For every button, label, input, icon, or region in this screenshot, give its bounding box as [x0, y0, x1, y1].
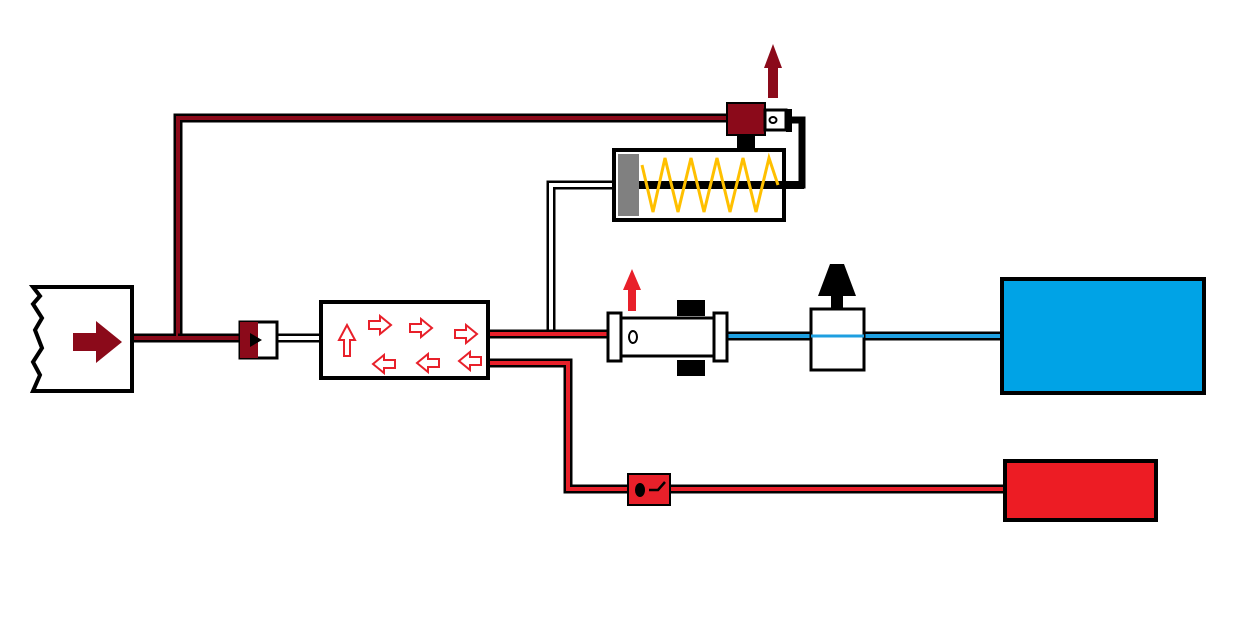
- mixing-chamber: [319, 300, 490, 380]
- dark-red-supply-pipe: [132, 113, 728, 343]
- piston: [618, 154, 639, 216]
- relief-valve-icon: [768, 116, 778, 124]
- hand-valve-icon: [818, 264, 856, 296]
- red-return-pipe: [488, 358, 1005, 494]
- check-valve-icon: [635, 483, 645, 497]
- exhaust-arrow-icon: [764, 44, 782, 98]
- vent-arrow-icon: [623, 269, 641, 311]
- blue-tank: [1000, 277, 1206, 395]
- inlet-source: [28, 285, 134, 393]
- hand-valve[interactable]: [809, 264, 866, 372]
- center-valve[interactable]: [606, 269, 729, 376]
- spring-actuator: [612, 148, 804, 222]
- top-relief-valve[interactable]: [726, 44, 792, 150]
- valve-icon: [628, 330, 638, 344]
- control-pipe: [546, 180, 614, 334]
- check-valve-icon: [250, 333, 262, 347]
- inlet-arrow-icon: [73, 321, 122, 363]
- circulation-arrows-icon: [337, 313, 482, 376]
- outlet-check-valve[interactable]: [627, 473, 671, 506]
- spring-icon: [640, 152, 780, 213]
- inlet-check-valve[interactable]: [238, 320, 279, 360]
- red-tank: [1003, 459, 1158, 522]
